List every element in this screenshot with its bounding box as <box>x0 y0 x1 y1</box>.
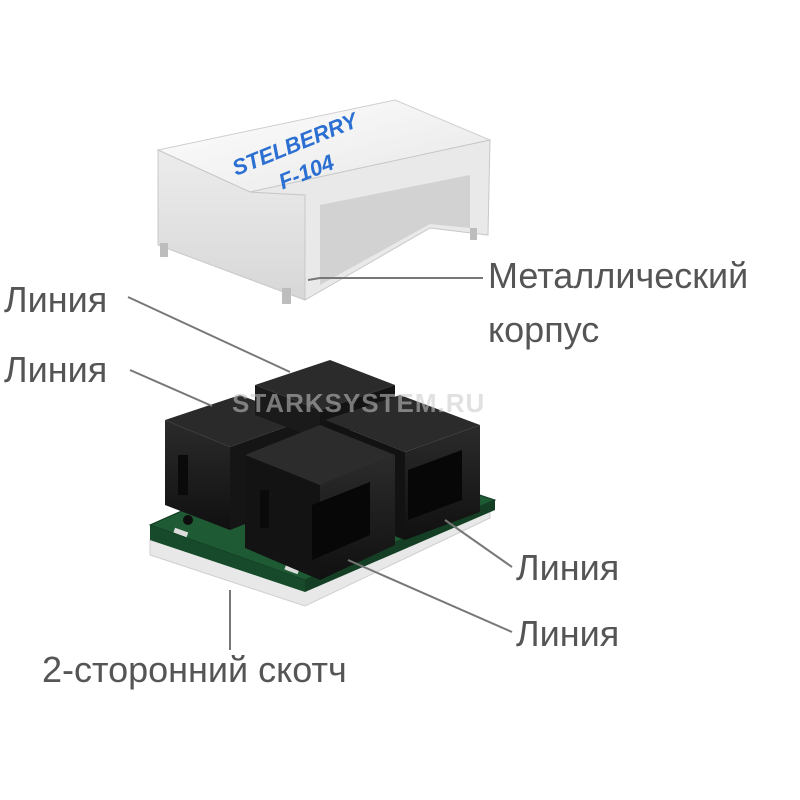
pcb-component <box>173 527 189 538</box>
cover-foot <box>470 228 477 240</box>
leader-lines <box>127 277 513 650</box>
label-line-top-left-2: Линия <box>4 349 108 390</box>
rj-contacts <box>412 470 446 504</box>
rj-contacts <box>316 512 350 548</box>
label-line-right-1: Линия <box>516 547 620 588</box>
leader-line-top-left-1 <box>127 296 291 373</box>
label-metal-case-2: корпус <box>488 309 600 350</box>
metal-cover: STELBERRY F-104 <box>156 99 492 304</box>
pcb-pad <box>183 515 193 525</box>
cover-foot <box>282 288 291 304</box>
leader-line-metal-case <box>307 277 483 281</box>
cover-inner-shadow <box>320 175 470 285</box>
label-line-top-left-1: Линия <box>4 279 108 320</box>
cover-foot <box>160 243 168 257</box>
pcb-edge <box>150 525 305 592</box>
label-line-right-2: Линия <box>516 613 620 654</box>
leader-line-right-2 <box>347 559 513 633</box>
rj-port-opening <box>408 450 462 520</box>
label-metal-case-1: Металлический <box>488 255 749 296</box>
label-double-sided-tape: 2-сторонний скотч <box>42 649 347 690</box>
leader-line-right-1 <box>444 519 513 568</box>
watermark-text: STARKSYSTEM.RU <box>232 388 486 418</box>
leader-line-top-left-2 <box>129 369 213 407</box>
rj-jack-front-left <box>245 425 395 580</box>
pcb-component <box>284 564 300 575</box>
